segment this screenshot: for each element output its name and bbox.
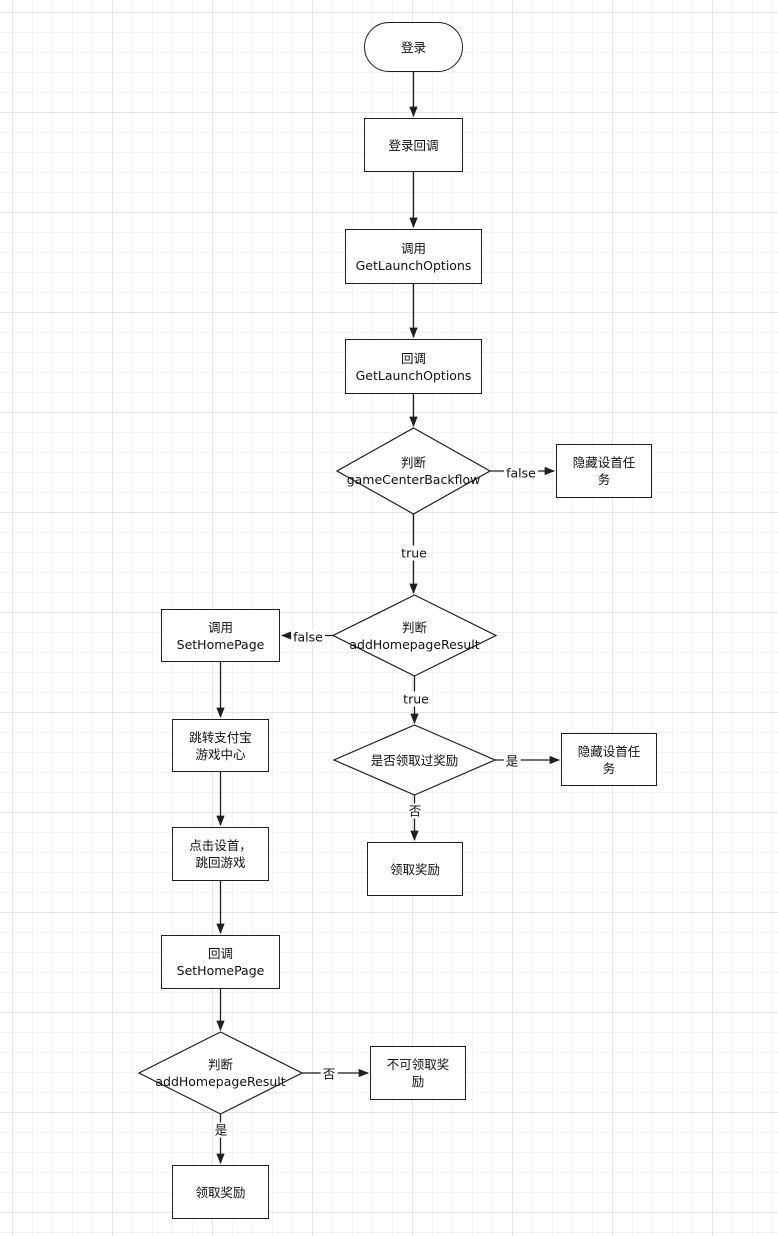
node-judge-backflow[interactable]: 判断 gameCenterBackflow <box>337 428 490 514</box>
node-judge-homepage-2-label: 判断 addHomepageResult <box>155 1057 286 1089</box>
node-callback-launch-options-label: 回调 GetLaunchOptions <box>355 350 472 383</box>
node-claim-reward-2-label: 领取奖励 <box>195 1184 246 1200</box>
node-login-callback[interactable]: 登录回调 <box>364 118 463 172</box>
node-callback-sethomepage[interactable]: 回调 SetHomePage <box>161 935 280 989</box>
node-call-sethomepage-label: 调用 SetHomePage <box>176 619 265 652</box>
node-call-launch-options[interactable]: 调用 GetLaunchOptions <box>345 229 482 284</box>
diamond-judge-homepage <box>331 594 498 677</box>
node-judge-homepage-label: 判断 addHomepageResult <box>349 619 480 652</box>
node-jump-alipay-label: 跳转支付宝 游戏中心 <box>189 729 252 762</box>
node-judge-claimed[interactable]: 是否领取过奖励 <box>334 725 495 795</box>
node-hide-task-2[interactable]: 隐藏设首任 务 <box>561 733 657 786</box>
node-not-claimable[interactable]: 不可领取奖 励 <box>370 1046 466 1100</box>
diamond-judge-homepage-2 <box>137 1031 304 1115</box>
node-callback-launch-options[interactable]: 回调 GetLaunchOptions <box>345 339 482 394</box>
edge-label-false-2: false <box>291 629 325 645</box>
node-call-launch-options-label: 调用 GetLaunchOptions <box>355 240 472 273</box>
node-judge-backflow-label: 判断 gameCenterBackflow <box>346 455 481 487</box>
node-callback-sethomepage-label: 回调 SetHomePage <box>176 946 265 978</box>
node-judge-homepage-2[interactable]: 判断 addHomepageResult <box>139 1032 302 1114</box>
node-judge-claimed-label: 是否领取过奖励 <box>370 752 459 768</box>
node-login-callback-label: 登录回调 <box>388 137 439 153</box>
node-claim-reward-1-label: 领取奖励 <box>389 861 440 877</box>
node-click-setting[interactable]: 点击设首， 跳回游戏 <box>172 827 269 881</box>
edge-label-false-1: false <box>504 465 538 481</box>
edge-label-yes-1: 是 <box>503 753 521 769</box>
diamond-judge-backflow <box>335 427 492 515</box>
node-hide-task-1[interactable]: 隐藏设首任 务 <box>556 444 652 498</box>
edge-label-true-1: true <box>399 545 429 561</box>
node-claim-reward-2[interactable]: 领取奖励 <box>172 1165 269 1219</box>
node-call-sethomepage[interactable]: 调用 SetHomePage <box>161 609 280 662</box>
node-judge-homepage[interactable]: 判断 addHomepageResult <box>333 595 496 676</box>
node-not-claimable-label: 不可领取奖 励 <box>386 1057 450 1089</box>
node-claim-reward-1[interactable]: 领取奖励 <box>367 842 463 896</box>
edge-label-no-1: 否 <box>406 803 424 819</box>
node-login-label: 登录 <box>400 39 426 55</box>
diamond-judge-claimed <box>332 724 497 796</box>
edge-label-true-2: true <box>401 691 431 707</box>
edge-label-yes-2: 是 <box>212 1122 230 1138</box>
edge-label-no-2: 否 <box>320 1066 338 1082</box>
node-hide-task-2-label: 隐藏设首任 务 <box>577 743 641 776</box>
node-login[interactable]: 登录 <box>364 22 463 72</box>
node-jump-alipay[interactable]: 跳转支付宝 游戏中心 <box>172 719 269 772</box>
node-hide-task-1-label: 隐藏设首任 务 <box>572 455 636 487</box>
node-click-setting-label: 点击设首， 跳回游戏 <box>189 838 252 870</box>
